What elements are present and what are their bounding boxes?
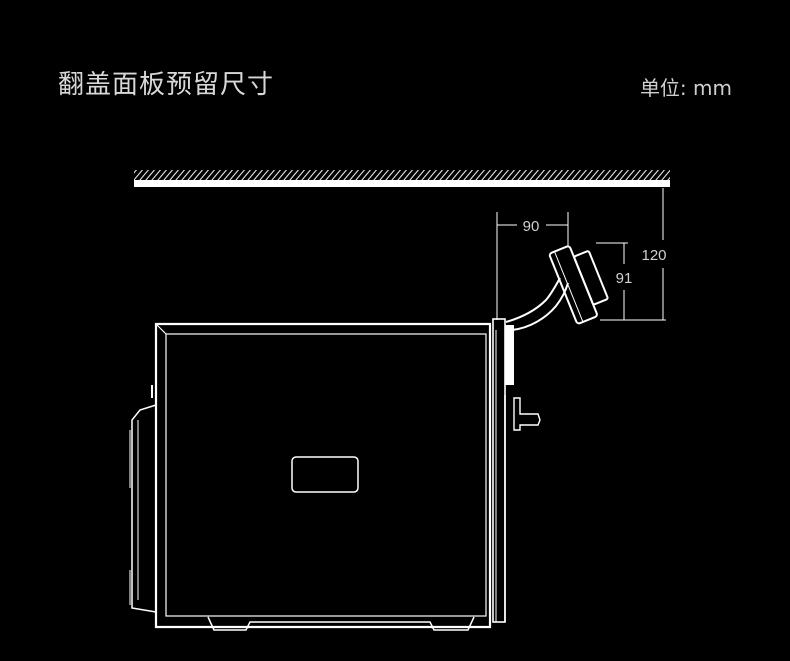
dimension-lines: [496, 188, 666, 321]
oven-body: [129, 322, 497, 631]
page-title: 翻盖面板预留尺寸: [58, 70, 275, 100]
dimension-120-label: 120: [641, 247, 666, 264]
dimension-91-label: 91: [616, 270, 633, 287]
flip-panel: [505, 245, 609, 331]
ceiling-surface: [134, 170, 670, 187]
dimension-90-label: 90: [523, 218, 540, 235]
oven-door-panel: [492, 318, 541, 623]
unit-label: 单位: mm: [639, 76, 732, 100]
